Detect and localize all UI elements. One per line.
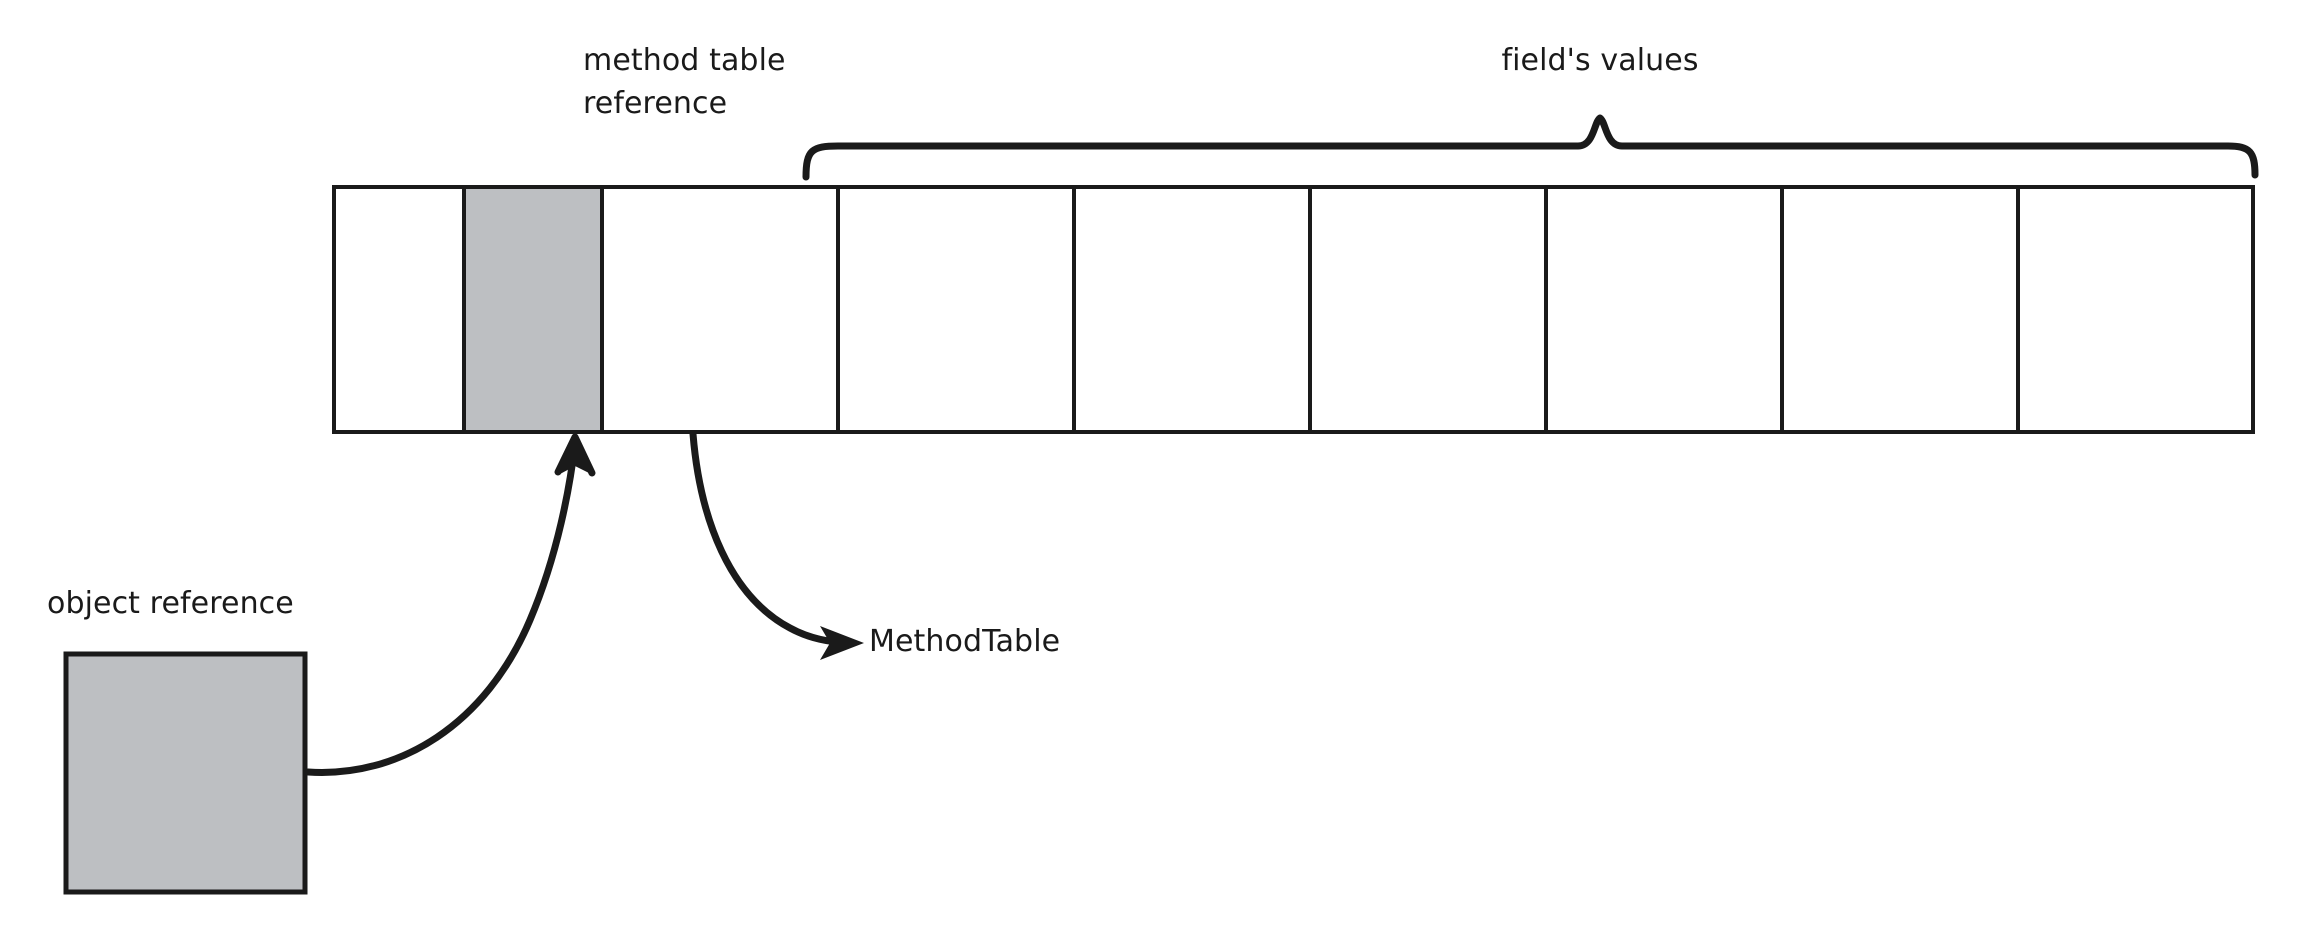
memory-cell-field-2[interactable] (836, 185, 1076, 434)
object-reference-label: object reference (47, 586, 294, 621)
fields-values-brace (802, 114, 2259, 181)
memory-cell-field-1[interactable] (600, 185, 840, 434)
method-table-pointer-to-method-table-arrow (689, 430, 852, 647)
memory-cell-field-6[interactable] (1780, 185, 2020, 434)
memory-cell-sync-block[interactable] (332, 185, 466, 434)
method-table-label: MethodTable (869, 624, 1061, 659)
memory-cell-field-5[interactable] (1544, 185, 1784, 434)
memory-cell-field-3[interactable] (1072, 185, 1312, 434)
memory-cell-field-7[interactable] (2016, 185, 2255, 434)
fields-values-label: field's values (1501, 43, 1699, 78)
method-table-reference-label: method table reference (583, 43, 786, 121)
memory-cell-method-table-pointer[interactable] (462, 185, 604, 434)
object-reference-arrowhead (560, 432, 591, 474)
memory-cell-field-4[interactable] (1308, 185, 1548, 434)
method-table-arrowhead (820, 626, 864, 660)
object-reference-box[interactable] (63, 651, 308, 895)
object-reference-to-method-table-pointer-arrow (304, 433, 596, 776)
object-memory-cells (332, 185, 2255, 434)
